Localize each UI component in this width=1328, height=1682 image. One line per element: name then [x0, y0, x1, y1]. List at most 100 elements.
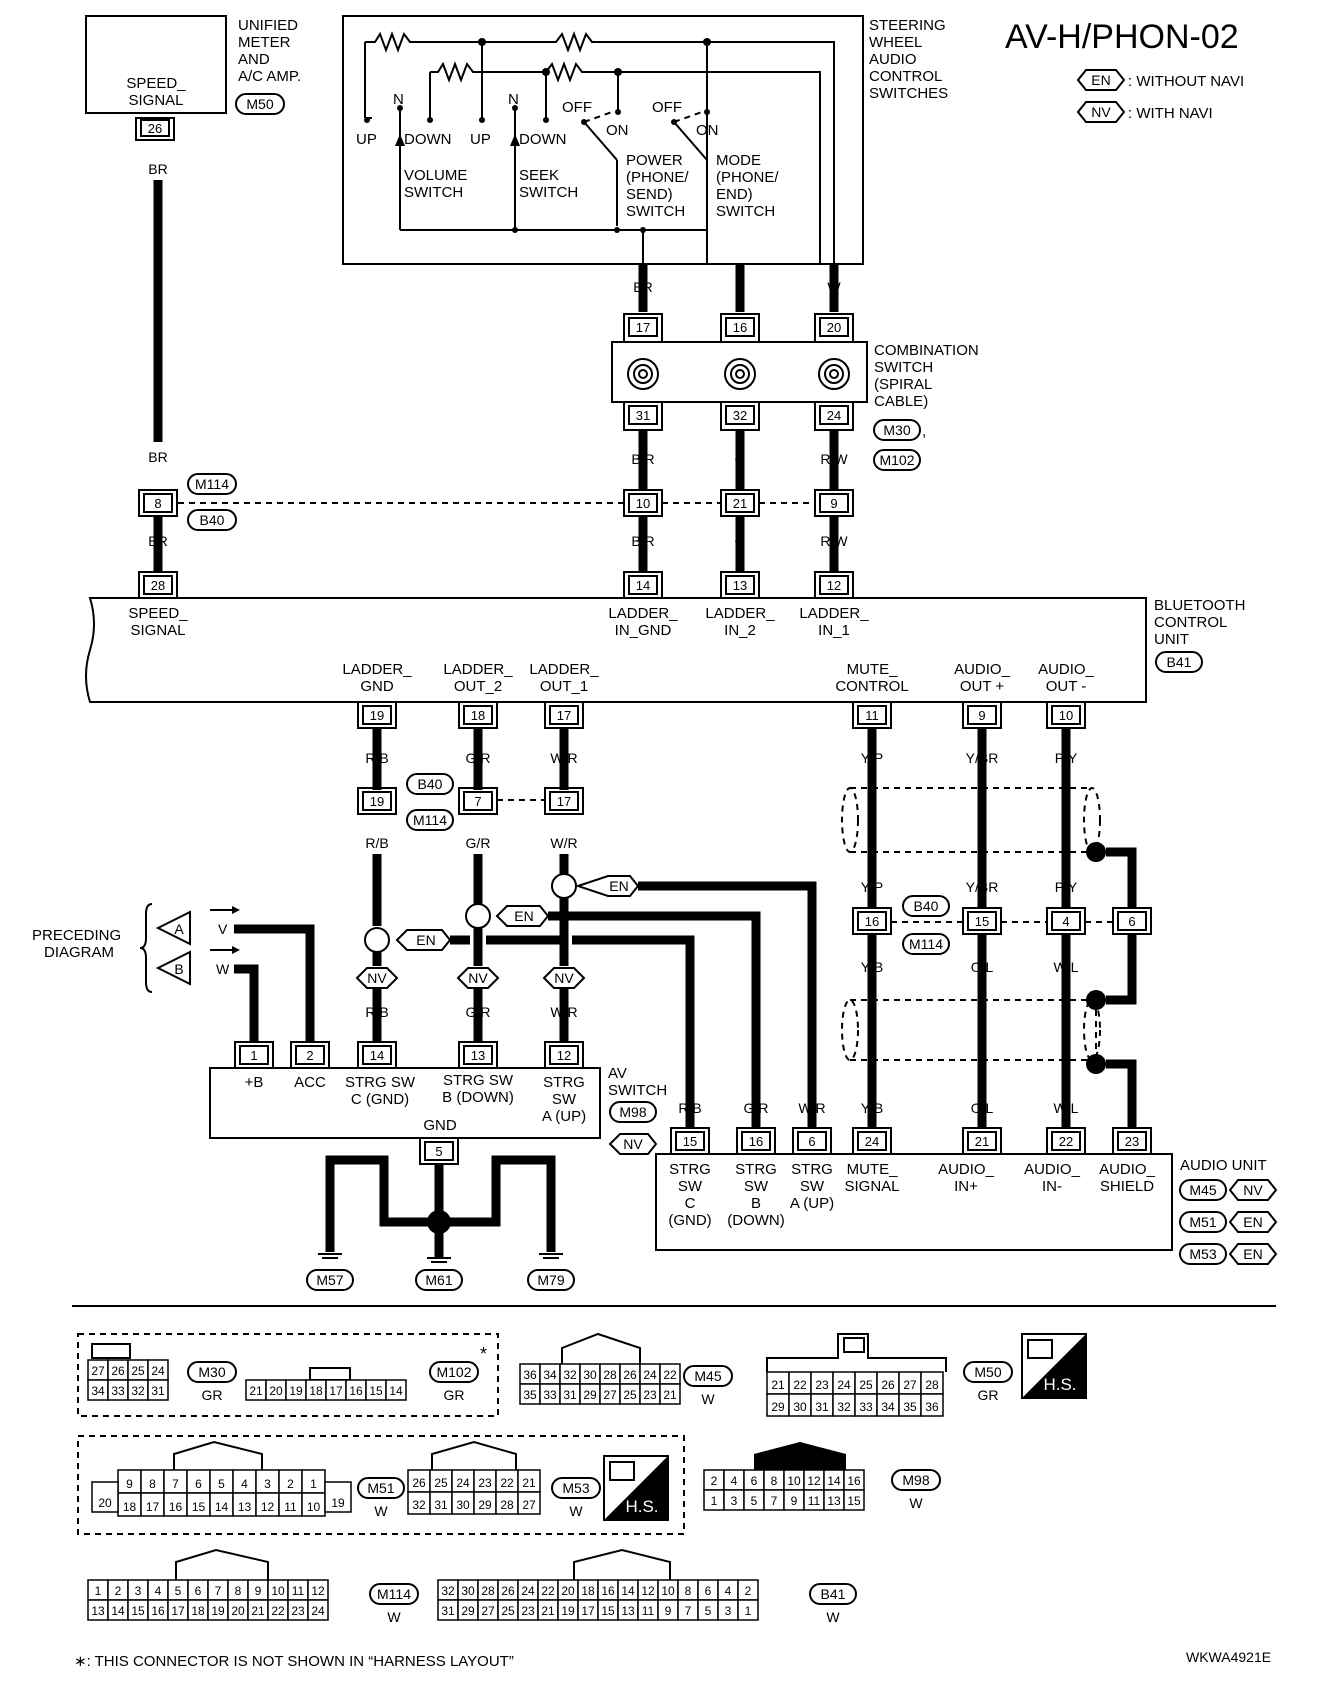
connector-pin: 23: [291, 1604, 305, 1618]
av-pin-13: 13: [471, 1048, 485, 1063]
connector-pin: 16: [847, 1474, 861, 1488]
switch-n2: N: [508, 91, 519, 108]
joint1-connector-m114: M114: [195, 476, 229, 492]
bt-label-ingnd-1: LADDER_: [608, 605, 678, 622]
bluetooth-control-unit: 28 14 13 12 SPEED_ SIGNAL LADDER_ IN_GND…: [85, 571, 1245, 729]
wire-color-b-5: B: [546, 1178, 555, 1194]
mode-switch-1: MODE: [716, 152, 761, 169]
steering-name-4: CONTROL: [869, 68, 942, 85]
preceding-1: PRECEDING: [32, 927, 121, 944]
joint3-connector-b40: B40: [914, 898, 939, 914]
en-tag-1: EN: [609, 878, 628, 894]
connector-cell: [517, 1491, 541, 1515]
connector-cell: [843, 1489, 865, 1511]
bt-label-gnd-2: GND: [360, 678, 394, 695]
connector-pin: 33: [111, 1384, 125, 1398]
connector-pin: 5: [175, 1584, 182, 1598]
connector-pin: 6: [195, 1584, 202, 1598]
connector-id: M102: [436, 1364, 471, 1380]
wire-color-y-b-1: Y/B: [861, 959, 884, 975]
av-label-bdown-2: B (DOWN): [442, 1089, 514, 1106]
hs-badge-2: H.S.: [603, 1455, 669, 1521]
drawing-code: WKWA4921E: [1186, 1649, 1271, 1665]
connector-pin: 9: [255, 1584, 262, 1598]
connector-pin: 29: [461, 1604, 475, 1618]
audio-pin-24: 24: [865, 1134, 879, 1149]
wire-color-g-r-1: G/R: [466, 750, 491, 766]
audio-label-b-1: STRG: [735, 1161, 777, 1178]
connector-pin: 25: [434, 1476, 448, 1490]
connector-pin: 17: [581, 1604, 595, 1618]
av-label-c-1: STRG SW: [345, 1074, 416, 1091]
audio-connector-m53: M53: [1189, 1246, 1216, 1262]
joint1-pin-9: 9: [830, 496, 837, 511]
wire-color-y-br-2: Y/BR: [966, 879, 999, 895]
bt-label-outp-2: OUT +: [960, 678, 1005, 695]
power-switch-4: SWITCH: [626, 203, 685, 220]
connector-pin: 9: [665, 1604, 672, 1618]
joint1-pin-10: 10: [636, 496, 650, 511]
audio-label-a-2: SW: [800, 1178, 825, 1195]
connector-pin: 24: [837, 1378, 851, 1392]
wire-color-y-b-2: Y/B: [861, 1100, 884, 1116]
connector-pin: 17: [329, 1384, 343, 1398]
connector-pin: 32: [131, 1384, 145, 1398]
connector-pin: 12: [807, 1474, 821, 1488]
joint-connector-2: 19 7 17 B40 M114: [357, 773, 584, 831]
joint1-connector-b40: B40: [200, 512, 225, 528]
connector-pin: 13: [238, 1500, 252, 1514]
switch-on1: ON: [606, 122, 629, 139]
audio-label-b-4: (DOWN): [727, 1212, 784, 1229]
audio-label-a-3: A (UP): [790, 1195, 834, 1212]
wire-color-br-2: BR: [633, 279, 652, 295]
ground-m57: M57: [316, 1272, 343, 1288]
connector-pin: 14: [111, 1604, 125, 1618]
connector-color: GR: [202, 1387, 223, 1403]
wire-color-w-l-1: W/L: [1054, 959, 1079, 975]
connector-cell: [307, 1599, 329, 1621]
wire-color-br-3: BR: [148, 449, 167, 465]
connector-pin: 21: [251, 1604, 265, 1618]
connector-pin: 21: [522, 1476, 536, 1490]
wire-color-w-r-2: W/R: [550, 835, 577, 851]
connector-pin: 30: [461, 1584, 475, 1598]
connector-color: W: [701, 1391, 715, 1407]
joint2-pin-7: 7: [474, 794, 481, 809]
legend-en-text: : WITHOUT NAVI: [1128, 73, 1244, 90]
connector-pin: 18: [581, 1584, 595, 1598]
wire-color-br-4: BR: [148, 533, 167, 549]
connector-pin: 31: [815, 1400, 829, 1414]
switch-off1: OFF: [562, 99, 592, 116]
connector-pin: 32: [837, 1400, 851, 1414]
connector-pin: 22: [271, 1604, 285, 1618]
meter-name-4: A/C AMP.: [238, 68, 301, 85]
connector-pin: 27: [603, 1388, 617, 1402]
connector-pin: 1: [745, 1604, 752, 1618]
wire-color-w-l-2: W/L: [1054, 1100, 1079, 1116]
connector-pin: 5: [751, 1494, 758, 1508]
connector-pin: 28: [500, 1498, 514, 1512]
connector-pin: 10: [307, 1500, 321, 1514]
connector-color: W: [909, 1495, 923, 1511]
legend-nv-text: : WITH NAVI: [1128, 105, 1213, 122]
connector-pin: 26: [623, 1368, 637, 1382]
bt-label-out2-2: OUT_2: [454, 678, 502, 695]
bt-label-speed-2: SIGNAL: [130, 622, 185, 639]
connector-pin: 23: [815, 1378, 829, 1392]
b41-shell: [573, 1548, 671, 1580]
connector-pin: 3: [725, 1604, 732, 1618]
connector-id: M98: [902, 1472, 929, 1488]
connector-pin: 29: [771, 1400, 785, 1414]
mode-switch-2: (PHONE/: [716, 169, 779, 186]
ground-m61: M61: [425, 1272, 452, 1288]
connector-id: M50: [974, 1364, 1001, 1380]
connector-pin: 4: [725, 1584, 732, 1598]
av-label-a-2: SW: [552, 1091, 577, 1108]
connector-pin: 32: [441, 1584, 455, 1598]
switch-up1: UP: [356, 131, 377, 148]
connector-pin: 31: [563, 1388, 577, 1402]
connector-pin: 27: [903, 1378, 917, 1392]
